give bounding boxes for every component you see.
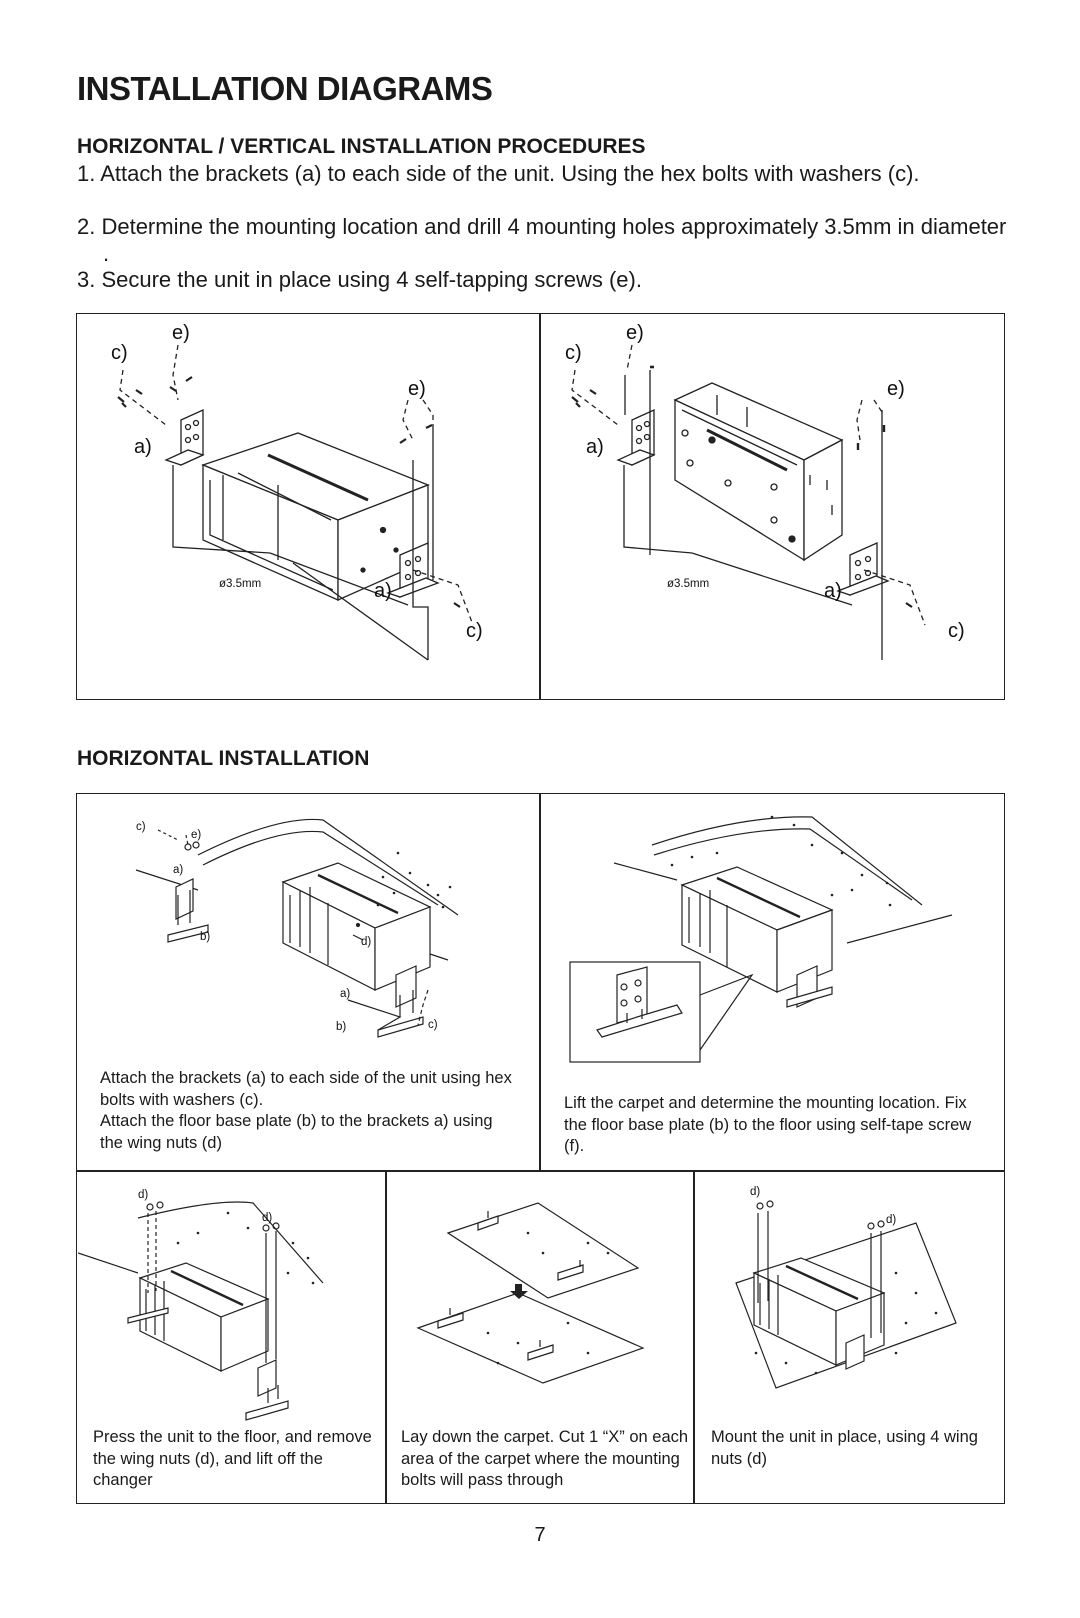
grid-divider-bottom-1	[385, 1170, 387, 1504]
label-b: b)	[336, 1021, 346, 1033]
label-c: c)	[948, 620, 965, 642]
press-unit-diagram: d) d)	[78, 1173, 384, 1423]
label-e: e)	[887, 378, 905, 400]
label-d: d)	[262, 1212, 272, 1224]
label-a: a)	[340, 988, 350, 1000]
horizontal-orientation-diagram: e) c) e) a) ø3.5mm a) c)	[78, 315, 538, 698]
procedures-diagram-divider	[539, 313, 541, 700]
caption-lift-carpet: Lift the carpet and determine the mounti…	[564, 1094, 972, 1155]
label-e: e)	[191, 829, 201, 841]
label-a: a)	[134, 436, 152, 458]
label-a: a)	[586, 436, 604, 458]
lay-carpet-diagram	[388, 1173, 692, 1423]
label-d: d)	[750, 1186, 760, 1198]
procedure-step-1: 1. Attach the brackets (a) to each side …	[77, 161, 920, 186]
label-d: d)	[138, 1189, 148, 1201]
label-d: d)	[886, 1214, 896, 1226]
procedures-diagram-frame	[76, 313, 1005, 700]
label-e: e)	[172, 322, 190, 344]
label-c: c)	[136, 821, 146, 833]
label-c: c)	[565, 342, 582, 364]
horizontal-installation-frame	[76, 793, 1005, 1504]
horizontal-installation-heading: HORIZONTAL INSTALLATION	[77, 747, 370, 770]
attach-brackets-diagram: c) e) a) b) d) a) b) c)	[78, 795, 538, 1065]
caption-lay-carpet: Lay down the carpet. Cut 1 “X” on each a…	[401, 1428, 689, 1489]
caption-attach-brackets: Attach the brackets (a) to each side of …	[100, 1069, 512, 1152]
lift-carpet-diagram	[542, 795, 1002, 1085]
page-title: INSTALLATION DIAGRAMS	[77, 70, 493, 107]
label-a: a)	[374, 580, 392, 602]
label-e: e)	[408, 378, 426, 400]
procedure-step-2: 2. Determine the mounting location and d…	[77, 214, 1007, 266]
grid-divider-horizontal	[76, 1170, 1005, 1172]
label-b: b)	[200, 931, 210, 943]
label-e: e)	[626, 322, 644, 344]
label-d: d)	[361, 936, 371, 948]
label-a: a)	[824, 580, 842, 602]
label-c: c)	[466, 620, 483, 642]
mount-unit-diagram: d) d)	[696, 1173, 1002, 1423]
procedure-step-3: 3. Secure the unit in place using 4 self…	[77, 267, 642, 292]
grid-divider-bottom-2	[693, 1170, 695, 1504]
label-c: c)	[428, 1019, 438, 1031]
label-hole-size: ø3.5mm	[219, 578, 261, 590]
label-hole-size: ø3.5mm	[667, 578, 709, 590]
label-a: a)	[173, 864, 183, 876]
procedures-heading: HORIZONTAL / VERTICAL INSTALLATION PROCE…	[77, 135, 646, 158]
page-number: 7	[534, 1524, 546, 1546]
vertical-orientation-diagram: e) c) e) a) ø3.5mm a) c)	[542, 315, 1002, 698]
caption-mount-unit: Mount the unit in place, using 4 wing nu…	[711, 1428, 978, 1468]
label-c: c)	[111, 342, 128, 364]
grid-divider-top	[539, 793, 541, 1171]
caption-press-unit: Press the unit to the floor, and remove …	[93, 1428, 372, 1489]
